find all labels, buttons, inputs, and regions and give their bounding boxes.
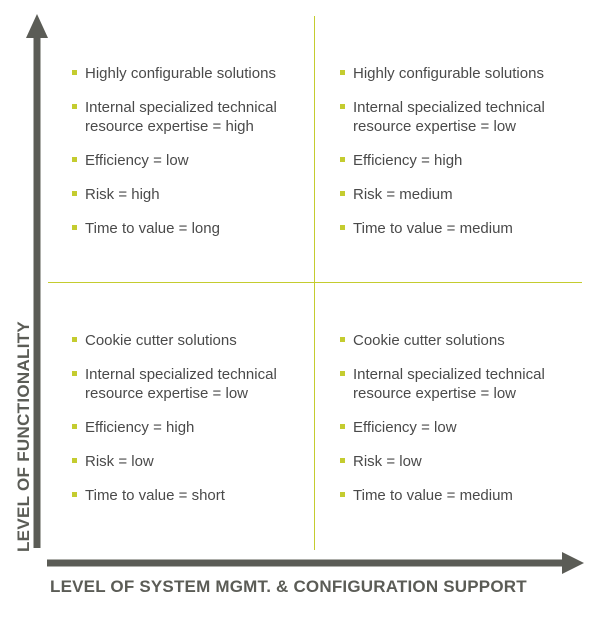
list-item: Efficiency = high bbox=[72, 418, 322, 437]
quadrant-divider-vertical bbox=[314, 16, 315, 550]
list-item: Risk = low bbox=[340, 452, 590, 471]
list-item: Internal specialized technical resource … bbox=[72, 98, 322, 136]
list-item: Internal specialized technical resource … bbox=[72, 365, 322, 403]
list-item: Internal specialized technical resource … bbox=[340, 98, 590, 136]
list-item: Efficiency = low bbox=[72, 151, 322, 170]
list-item: Cookie cutter solutions bbox=[340, 331, 590, 350]
y-axis-label: LEVEL OF FUNCTIONALITY bbox=[14, 320, 33, 552]
bullet-square-icon bbox=[340, 225, 345, 230]
bullet-square-icon bbox=[340, 337, 345, 342]
bullet-square-icon bbox=[72, 104, 77, 109]
list-item: Internal specialized technical resource … bbox=[340, 365, 590, 403]
bullet-square-icon bbox=[340, 104, 345, 109]
attribute-list: Highly configurable solutions Internal s… bbox=[72, 64, 322, 238]
list-item: Time to value = long bbox=[72, 219, 322, 238]
bullet-square-icon bbox=[72, 371, 77, 376]
x-axis-label: LEVEL OF SYSTEM MGMT. & CONFIGURATION SU… bbox=[50, 577, 527, 596]
quadrant-bottom-right: Cookie cutter solutions Internal special… bbox=[340, 331, 590, 520]
list-item: Highly configurable solutions bbox=[340, 64, 590, 83]
bullet-square-icon bbox=[72, 492, 77, 497]
bullet-square-icon bbox=[340, 458, 345, 463]
bullet-square-icon bbox=[340, 70, 345, 75]
bullet-square-icon bbox=[72, 424, 77, 429]
quadrant-top-left: Highly configurable solutions Internal s… bbox=[72, 64, 322, 253]
bullet-square-icon bbox=[340, 191, 345, 196]
x-axis-arrowhead bbox=[562, 552, 584, 574]
list-item: Time to value = short bbox=[72, 486, 322, 505]
bullet-square-icon bbox=[72, 157, 77, 162]
bullet-square-icon bbox=[340, 492, 345, 497]
list-item: Highly configurable solutions bbox=[72, 64, 322, 83]
list-item: Efficiency = low bbox=[340, 418, 590, 437]
bullet-square-icon bbox=[72, 458, 77, 463]
list-item: Cookie cutter solutions bbox=[72, 331, 322, 350]
quadrant-bottom-left: Cookie cutter solutions Internal special… bbox=[72, 331, 322, 520]
bullet-square-icon bbox=[340, 157, 345, 162]
bullet-square-icon bbox=[340, 424, 345, 429]
list-item: Time to value = medium bbox=[340, 219, 590, 238]
list-item: Risk = high bbox=[72, 185, 322, 204]
list-item: Risk = low bbox=[72, 452, 322, 471]
list-item: Time to value = medium bbox=[340, 486, 590, 505]
attribute-list: Cookie cutter solutions Internal special… bbox=[340, 331, 590, 505]
bullet-square-icon bbox=[340, 371, 345, 376]
quadrant-top-right: Highly configurable solutions Internal s… bbox=[340, 64, 590, 253]
bullet-square-icon bbox=[72, 225, 77, 230]
y-axis-arrowhead bbox=[26, 14, 48, 38]
bullet-square-icon bbox=[72, 70, 77, 75]
bullet-square-icon bbox=[72, 337, 77, 342]
attribute-list: Cookie cutter solutions Internal special… bbox=[72, 331, 322, 505]
bullet-square-icon bbox=[72, 191, 77, 196]
quadrant-divider-horizontal bbox=[48, 282, 582, 283]
attribute-list: Highly configurable solutions Internal s… bbox=[340, 64, 590, 238]
list-item: Efficiency = high bbox=[340, 151, 590, 170]
list-item: Risk = medium bbox=[340, 185, 590, 204]
